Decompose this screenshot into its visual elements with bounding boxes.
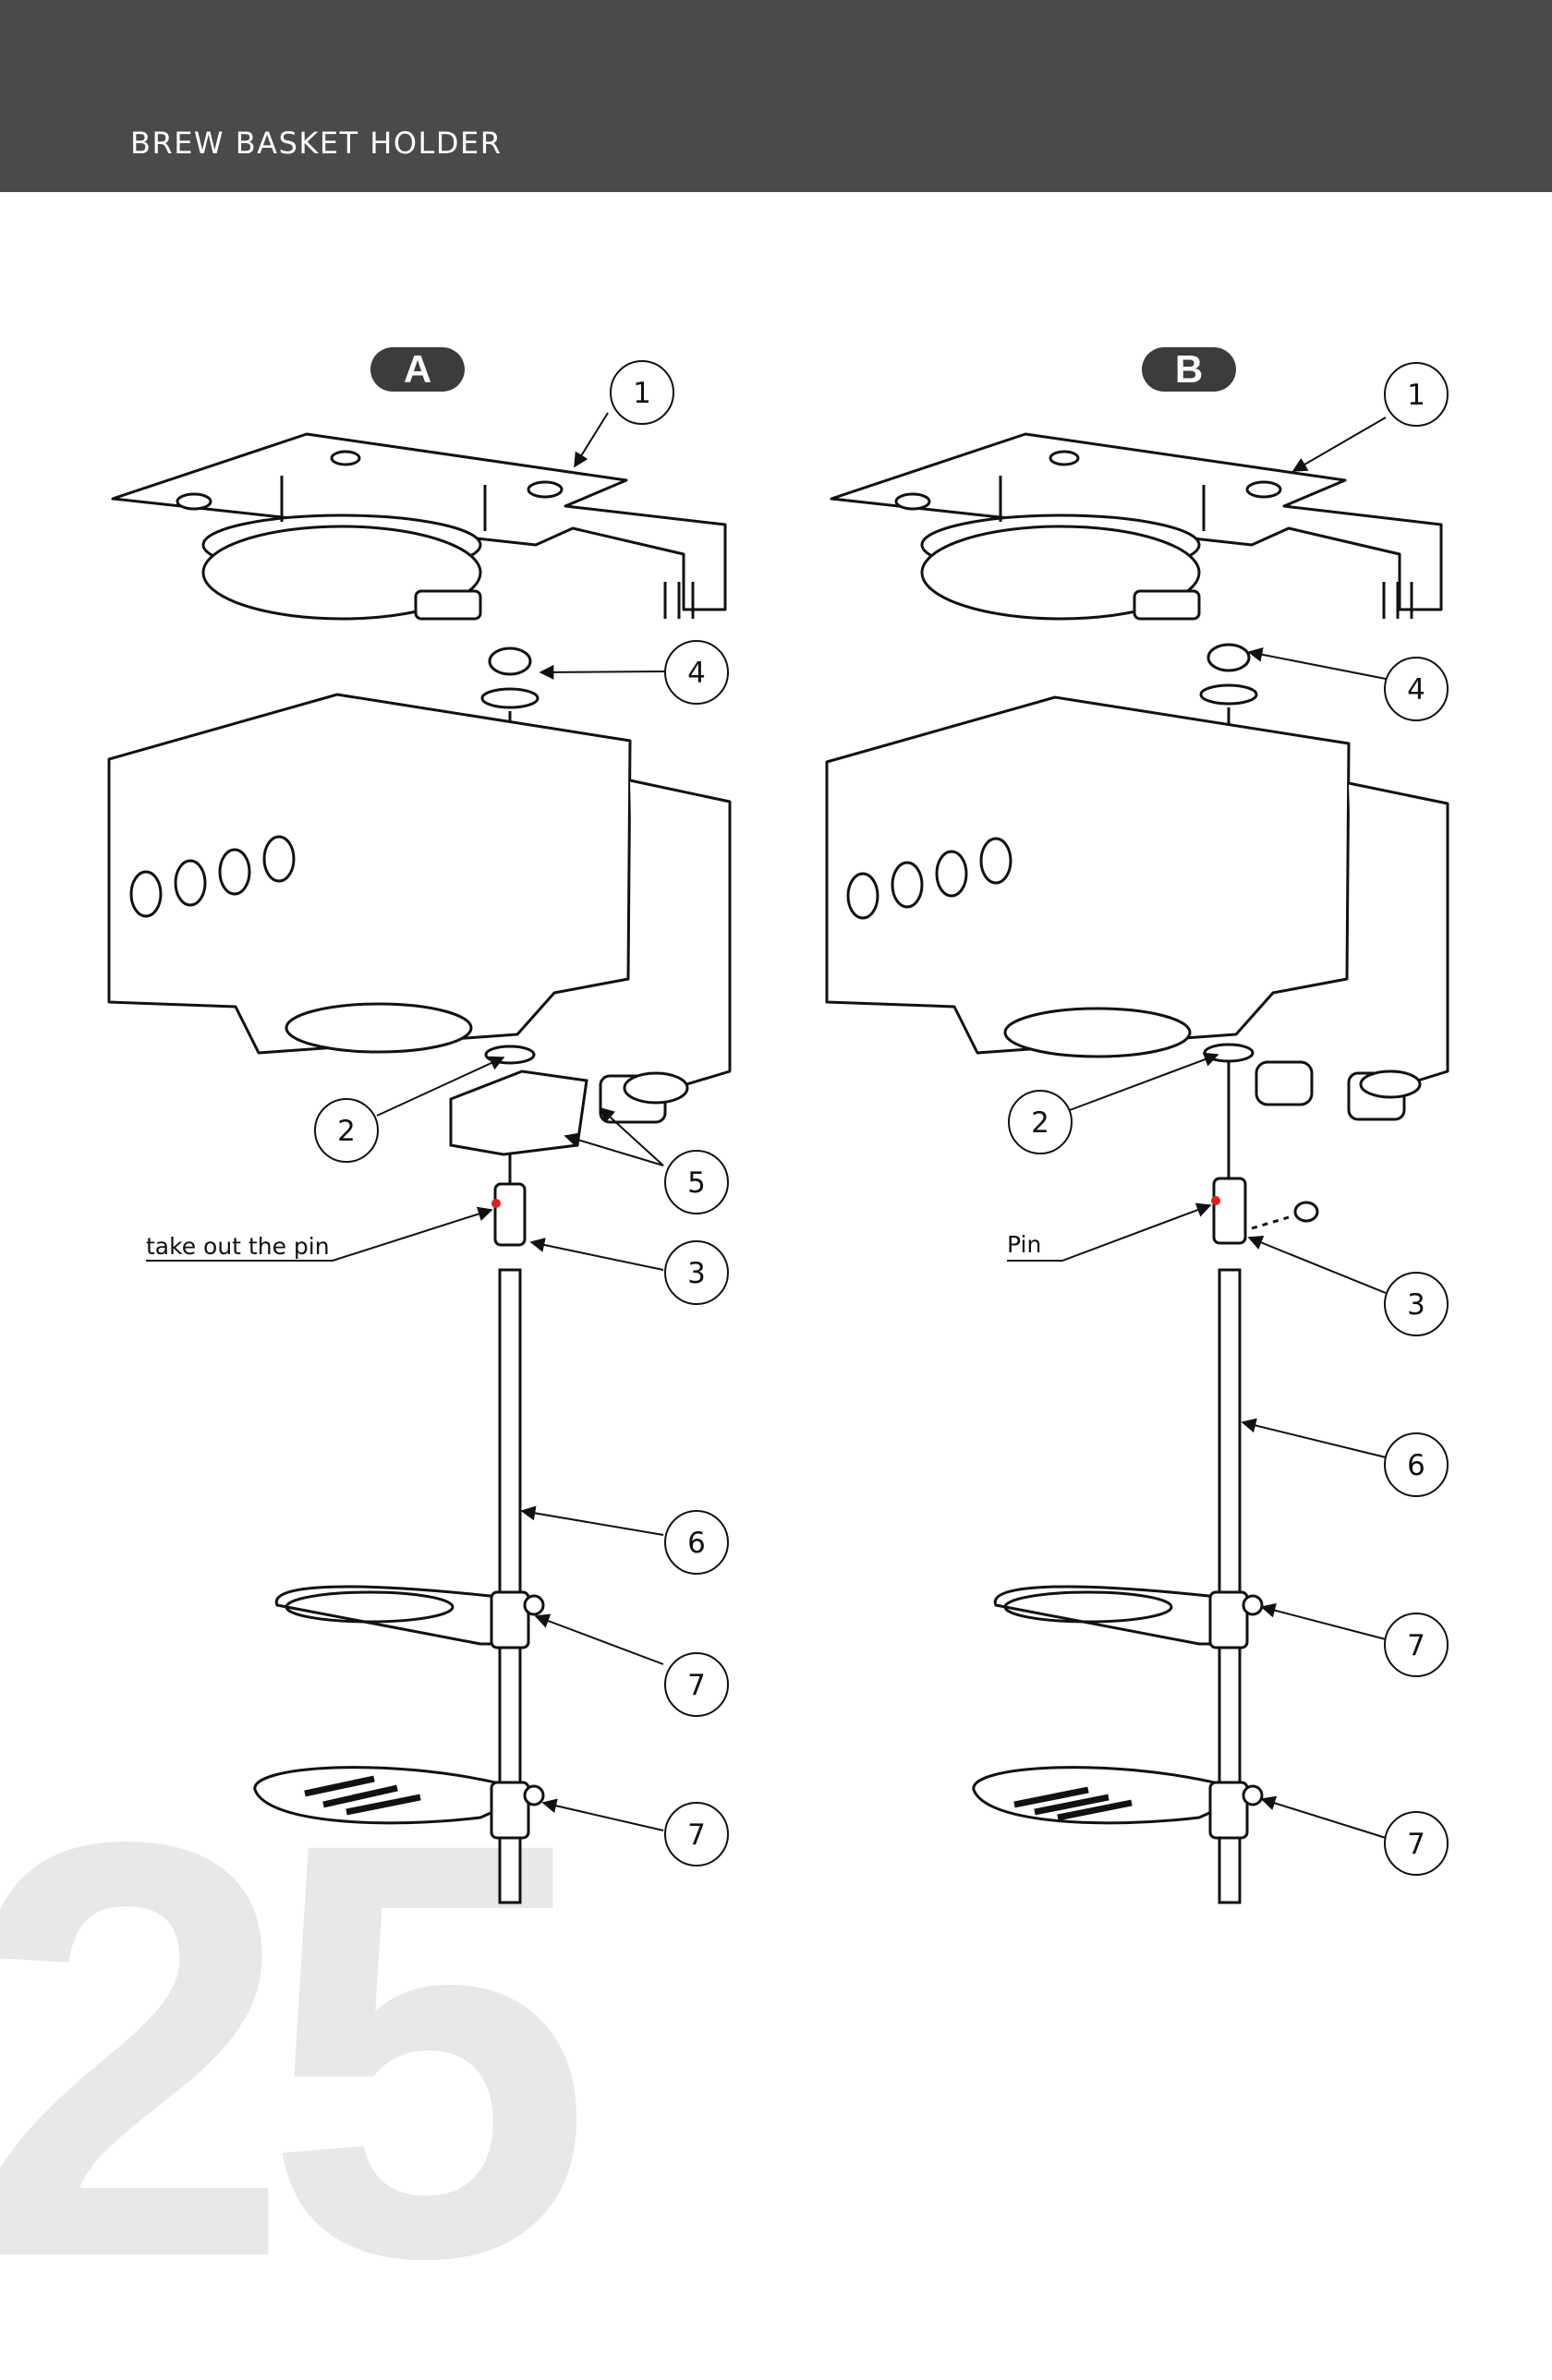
panel-a-leaders (146, 412, 666, 1831)
main-housing (107, 693, 732, 1101)
callout-2: 2 (337, 1115, 356, 1148)
panel-a: A (107, 347, 732, 1904)
note-pin: Pin (1007, 1231, 1041, 1258)
panel-b-callout-circles (1008, 362, 1449, 1876)
page-title: BREW BASKET HOLDER (130, 126, 503, 161)
callout-5: 5 (687, 1166, 706, 1200)
rod-assembly (253, 1154, 545, 1904)
top-plate (830, 432, 1443, 621)
callout-7: 7 (1407, 1828, 1425, 1861)
note-take-out-pin: take out the pin (146, 1233, 330, 1260)
callout-6: 6 (687, 1527, 706, 1560)
panel-a-callout-circles (314, 360, 729, 1867)
callout-1: 1 (1407, 379, 1425, 412)
callout-4: 4 (1407, 673, 1425, 707)
callout-7: 7 (1407, 1629, 1425, 1662)
bottom-fittings (1203, 1043, 1422, 1121)
panel-a-label: A (404, 347, 431, 391)
rod-assembly (972, 1062, 1319, 1904)
pin-highlight (1211, 1196, 1220, 1205)
panel-a-badge (370, 347, 465, 392)
panel-b-badge (1142, 347, 1236, 392)
nut-washer (1199, 643, 1258, 730)
callout-3: 3 (1407, 1288, 1425, 1322)
top-plate (111, 432, 727, 621)
callout-3: 3 (687, 1257, 706, 1290)
exploded-view-diagram: A (107, 347, 1449, 1904)
nut-washer (480, 646, 540, 731)
callout-4: 4 (687, 657, 706, 690)
callout-1: 1 (633, 377, 651, 410)
main-housing (825, 695, 1449, 1101)
bracket (449, 1045, 689, 1156)
panel-b: B (825, 347, 1449, 1904)
pin-highlight (491, 1199, 501, 1208)
panel-b-leaders (1007, 417, 1387, 1839)
callout-7: 7 (687, 1818, 706, 1852)
callout-6: 6 (1407, 1449, 1425, 1482)
callout-7: 7 (687, 1669, 706, 1702)
callout-2: 2 (1031, 1106, 1049, 1140)
page-header: BREW BASKET HOLDER (0, 0, 1552, 192)
panel-b-label: B (1175, 347, 1203, 391)
